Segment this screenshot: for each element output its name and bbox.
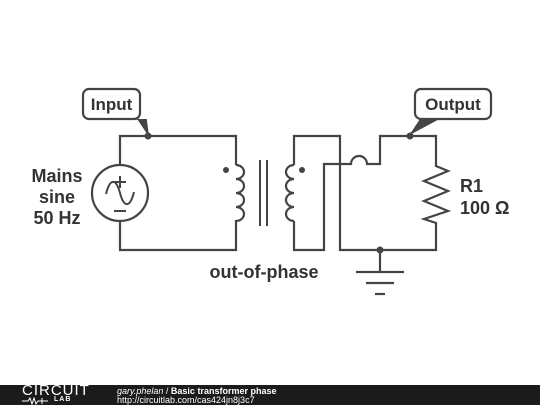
resistor-name-label: R1 — [460, 176, 483, 196]
source-label-line2: sine — [39, 187, 75, 207]
author-link[interactable]: gary.phelan — [117, 386, 164, 396]
input-tag-label: Input — [91, 95, 133, 114]
output-tag-label: Output — [425, 95, 481, 114]
ground-symbol — [356, 250, 404, 296]
secondary-phase-dot — [299, 167, 305, 173]
ac-source — [90, 163, 150, 223]
source-label-line1: Mains — [31, 166, 82, 186]
transformer-core — [259, 160, 268, 226]
source-label-line3: 50 Hz — [33, 208, 80, 228]
brand-logo-sub: LAB — [54, 396, 72, 403]
primary-coil — [235, 163, 246, 223]
resistor-r1 — [420, 158, 452, 226]
footer-bar: CIRCUIT LAB gary.phelan / Basic transfor… — [0, 382, 540, 405]
circuit-url[interactable]: http://circuitlab.com/cas424jn8j3c7 — [117, 395, 255, 405]
primary-phase-dot — [223, 167, 229, 173]
secondary-crossed-wire — [292, 134, 438, 252]
brand-logo-text: CIRCUIT — [22, 382, 90, 399]
input-node-dot — [144, 132, 152, 140]
circuit-title: Basic transformer phase — [170, 386, 277, 396]
credit-line: gary.phelan / Basic transformer phase — [117, 386, 276, 396]
secondary-coil — [284, 163, 295, 223]
output-node-dot — [406, 132, 414, 140]
input-tag: Input — [81, 87, 149, 135]
brand-logo-symbol-icon — [22, 397, 48, 405]
transformer-note-label: out-of-phase — [210, 262, 319, 282]
ground-node-dot — [376, 246, 384, 254]
output-tag: Output — [409, 87, 493, 135]
resistor-value-label: 100 Ω — [460, 198, 509, 218]
primary-loop-wire — [118, 134, 238, 252]
